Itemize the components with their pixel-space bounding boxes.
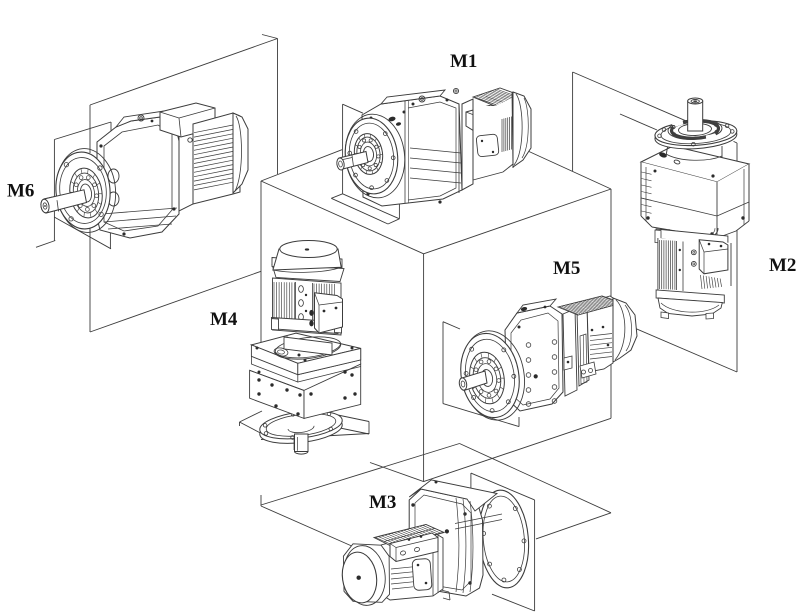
svg-text:M4: M4 xyxy=(210,309,238,330)
svg-text:M6: M6 xyxy=(7,181,34,202)
svg-text:M5: M5 xyxy=(553,258,580,279)
svg-text:M2: M2 xyxy=(769,255,796,276)
svg-text:M1: M1 xyxy=(450,51,477,72)
svg-text:M3: M3 xyxy=(369,492,396,513)
